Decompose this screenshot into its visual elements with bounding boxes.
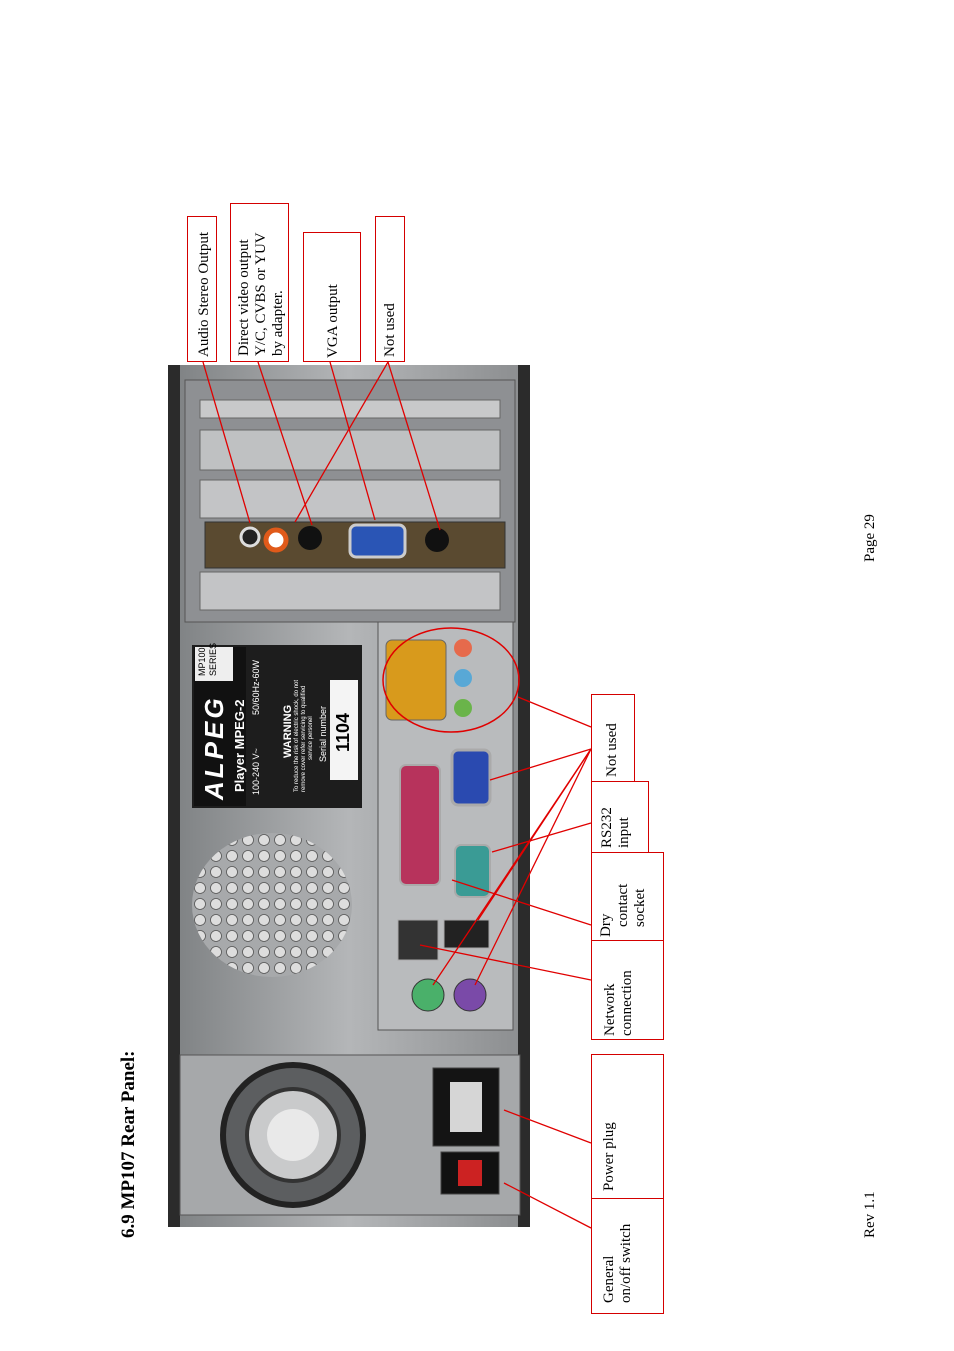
usb-ports-icon bbox=[443, 919, 490, 949]
network-port-icon bbox=[397, 919, 439, 961]
callout-audio-output: Audio Stereo Output bbox=[187, 216, 217, 362]
svideo-port-icon bbox=[298, 526, 322, 550]
warning-line-2: remove cover refer servicing to qualifie… bbox=[301, 685, 307, 792]
callout-rs232-input: RS232 input bbox=[591, 781, 649, 853]
frequency-text: 50/60Hz-60W bbox=[251, 659, 261, 715]
serial-number: 1104 bbox=[333, 712, 353, 752]
callout-vga-output: VGA output bbox=[303, 232, 361, 362]
serial-label: Serial number bbox=[318, 705, 328, 762]
warning-line-1: To reduce the risk of electric shock, do… bbox=[294, 679, 300, 792]
series-line-2: SERIES bbox=[208, 642, 218, 676]
callout-dry-contact: Dry contact socket bbox=[591, 852, 664, 942]
parallel-port-icon bbox=[399, 764, 441, 886]
callout-power-switch: General on/off switch bbox=[591, 1198, 664, 1314]
not-used-port-icon bbox=[425, 528, 449, 552]
brand-text: ALPEG bbox=[199, 695, 229, 800]
ps2-keyboard-icon bbox=[453, 978, 487, 1012]
game-port-icon bbox=[385, 639, 447, 721]
rca-jack-icon bbox=[263, 527, 289, 553]
warning-title: WARNING bbox=[282, 704, 294, 758]
model-text: Player MPEG-2 bbox=[232, 699, 247, 793]
voltage-text: 100-240 V~ bbox=[251, 748, 261, 795]
callout-network: Network connection bbox=[591, 940, 664, 1040]
callout-power-plug: Power plug bbox=[591, 1054, 664, 1200]
audio-jack-icon bbox=[239, 526, 261, 548]
rs232-port-icon bbox=[454, 844, 491, 898]
callout-not-used-top: Not used bbox=[375, 216, 405, 362]
onboard-vga-icon bbox=[450, 748, 492, 807]
vent-grille bbox=[192, 833, 352, 977]
vga-port-icon bbox=[348, 523, 407, 559]
callout-not-used-right: Not used bbox=[591, 694, 635, 782]
ps2-mouse-icon bbox=[411, 978, 445, 1012]
callout-video-output: Direct video output Y/C, CVBS or YUV by … bbox=[230, 203, 289, 362]
warning-line-3: service personel bbox=[308, 716, 314, 760]
series-line-1: MP100 bbox=[197, 647, 207, 676]
